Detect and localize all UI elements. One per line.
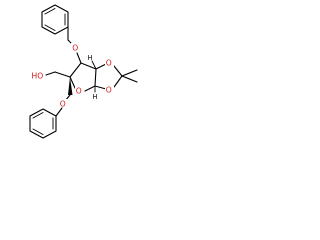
structure-canvas: O O H H O O bbox=[0, 0, 152, 152]
bond-ch2-oh bbox=[45, 71, 56, 76]
dioxolane-ring bbox=[94, 63, 138, 90]
wedge-bond-c4-ch2 bbox=[68, 77, 73, 95]
hydrogen-lower: H bbox=[93, 93, 98, 101]
oxygen-benzyloxy-top: O bbox=[72, 44, 78, 53]
molecule-structure: O O H H O O bbox=[29, 4, 138, 139]
oxygen-dioxolane-lower: O bbox=[106, 86, 112, 95]
hydrogen-upper: H bbox=[88, 54, 93, 62]
benzyl-ring-top bbox=[41, 4, 69, 35]
bond-o-c3 bbox=[76, 52, 82, 64]
oxygen-dioxolane-upper: O bbox=[106, 59, 112, 68]
hydroxyl-group: HO bbox=[32, 72, 44, 81]
benzyl-ring-bottom bbox=[29, 108, 57, 139]
benzyl-ch2-bottom bbox=[55, 107, 63, 117]
oxygen-ring: O bbox=[76, 87, 82, 96]
oxygen-benzyloxy-bottom: O bbox=[60, 100, 66, 109]
furanose-ring bbox=[69, 62, 97, 92]
bond-c4-ch2oh bbox=[54, 71, 71, 78]
